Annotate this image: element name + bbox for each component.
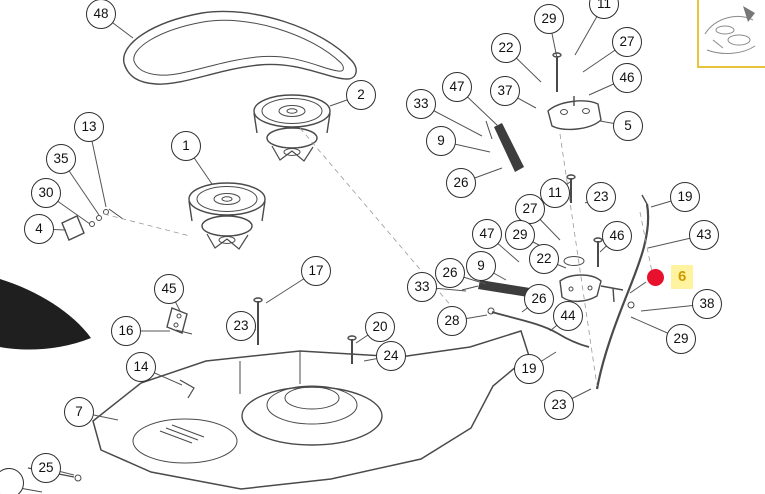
highlighted-callout-6[interactable]: 6 bbox=[647, 265, 694, 289]
callout-19[interactable]: 19 bbox=[514, 354, 544, 384]
callout-26[interactable]: 26 bbox=[446, 168, 476, 198]
callout-9[interactable]: 9 bbox=[466, 251, 496, 281]
callout-45[interactable]: 45 bbox=[154, 274, 184, 304]
callout-29[interactable]: 29 bbox=[534, 4, 564, 34]
callout-16[interactable]: 16 bbox=[111, 316, 141, 346]
callout-44[interactable]: 44 bbox=[553, 301, 583, 331]
callout-19[interactable]: 19 bbox=[670, 182, 700, 212]
callout-35[interactable]: 35 bbox=[46, 144, 76, 174]
callout-26[interactable]: 26 bbox=[435, 258, 465, 288]
callout-28[interactable]: 28 bbox=[437, 306, 467, 336]
callout-22[interactable]: 22 bbox=[529, 244, 559, 274]
callout-22[interactable]: 22 bbox=[491, 33, 521, 63]
callout-33[interactable]: 33 bbox=[406, 89, 436, 119]
callout-23[interactable]: 23 bbox=[586, 182, 616, 212]
callout-47[interactable]: 47 bbox=[472, 219, 502, 249]
callout-7[interactable]: 7 bbox=[64, 397, 94, 427]
callout-27[interactable]: 27 bbox=[515, 194, 545, 224]
callout-23[interactable]: 23 bbox=[544, 390, 574, 420]
callout-11[interactable]: 11 bbox=[589, 0, 619, 19]
callout-27[interactable]: 27 bbox=[612, 27, 642, 57]
callout-4[interactable]: 4 bbox=[24, 214, 54, 244]
callout-24[interactable]: 24 bbox=[376, 341, 406, 371]
mower-deck-outline bbox=[92, 330, 530, 490]
belt-cover-silhouette bbox=[0, 279, 91, 350]
callout-47[interactable]: 47 bbox=[442, 72, 472, 102]
callout-46[interactable]: 46 bbox=[602, 221, 632, 251]
callout-13[interactable]: 13 bbox=[74, 112, 104, 142]
thumbnail-sketch bbox=[704, 6, 756, 54]
callout-26[interactable]: 26 bbox=[524, 284, 554, 314]
callout-33[interactable]: 33 bbox=[407, 272, 437, 302]
belt-outline bbox=[123, 10, 357, 85]
callout-2[interactable]: 2 bbox=[346, 80, 376, 110]
callout-20[interactable]: 20 bbox=[365, 312, 395, 342]
pulley-1 bbox=[188, 182, 266, 216]
callout-5[interactable]: 5 bbox=[613, 111, 643, 141]
preview-thumbnail[interactable] bbox=[697, 0, 765, 68]
callout-14[interactable]: 14 bbox=[126, 352, 156, 382]
callout-23[interactable]: 23 bbox=[226, 311, 256, 341]
callout-43[interactable]: 43 bbox=[689, 220, 719, 250]
callout-37[interactable]: 37 bbox=[490, 76, 520, 106]
callout-1[interactable]: 1 bbox=[171, 131, 201, 161]
callout-29[interactable]: 29 bbox=[505, 220, 535, 250]
callout-partial[interactable] bbox=[0, 468, 24, 494]
selected-part-marker-dot bbox=[647, 268, 664, 286]
callout-38[interactable]: 38 bbox=[692, 289, 722, 319]
callout-9[interactable]: 9 bbox=[426, 126, 456, 156]
callout-29[interactable]: 29 bbox=[666, 324, 696, 354]
control-rod bbox=[595, 203, 650, 390]
callout-48[interactable]: 48 bbox=[86, 0, 116, 29]
highlighted-callout-label: 6 bbox=[671, 265, 694, 289]
callout-25[interactable]: 25 bbox=[31, 453, 61, 483]
callout-17[interactable]: 17 bbox=[301, 256, 331, 286]
callout-11[interactable]: 11 bbox=[540, 178, 570, 208]
callout-46[interactable]: 46 bbox=[612, 63, 642, 93]
pulley-2 bbox=[253, 94, 331, 128]
callout-30[interactable]: 30 bbox=[31, 178, 61, 208]
